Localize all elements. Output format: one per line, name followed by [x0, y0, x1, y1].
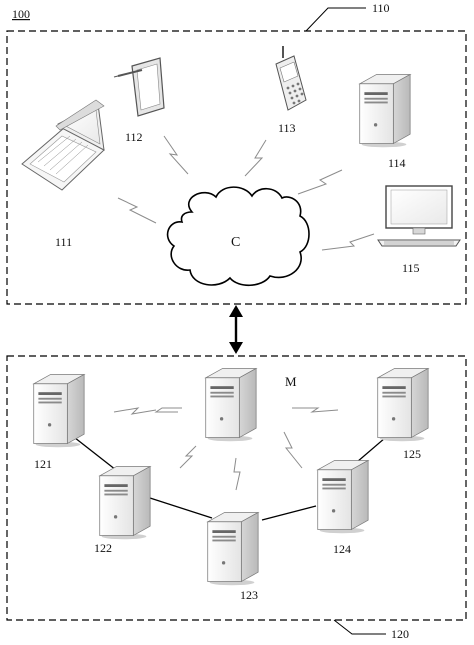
terminal-label-115: 115 — [402, 261, 420, 275]
cloud-network: C — [166, 186, 310, 287]
server-label-125: 125 — [403, 447, 421, 461]
wireless-link-icon — [233, 457, 241, 491]
callout-label-120: 120 — [391, 627, 409, 641]
wireless-link-icon — [321, 233, 375, 251]
server-icon-master — [205, 367, 257, 442]
server-icon-125 — [377, 367, 429, 442]
wireless-link-icon — [163, 135, 189, 175]
mobile-phone-icon — [275, 46, 307, 111]
wireless-link-icon — [292, 407, 339, 413]
wireless-link-icon — [297, 169, 343, 195]
server-cluster-group-box — [6, 355, 467, 621]
wireless-link-icon — [283, 431, 303, 469]
tablet-icon — [113, 57, 165, 117]
server-icon-124 — [317, 459, 369, 534]
laptop-icon — [21, 99, 105, 191]
bidirectional-link-arrow — [229, 305, 243, 354]
wireless-link-icon — [154, 407, 182, 413]
terminal-label-111: 111 — [55, 235, 72, 249]
server-label-123: 123 — [240, 588, 258, 602]
wireless-links-terminal — [117, 135, 375, 251]
server-icon-123 — [207, 511, 259, 586]
wireless-links-cluster — [113, 407, 339, 491]
wireless-link-icon — [117, 197, 157, 224]
callout-leader-110 — [305, 7, 366, 32]
terminal-label-113: 113 — [278, 121, 296, 135]
server-icon-121 — [33, 373, 85, 448]
server-label-122: 122 — [94, 541, 112, 555]
server-icon — [359, 73, 411, 148]
callout-leader-120 — [333, 619, 386, 635]
terminal-group-box — [6, 30, 467, 305]
server-label-121: 121 — [34, 457, 52, 471]
cloud-label: C — [231, 235, 240, 250]
callout-label-110: 110 — [372, 1, 390, 15]
server-icon-122 — [99, 465, 151, 540]
terminal-label-112: 112 — [125, 130, 143, 144]
terminal-label-114: 114 — [388, 156, 406, 170]
server-label-124: 124 — [333, 542, 351, 556]
desktop-computer-icon — [377, 185, 461, 247]
wireless-link-icon — [113, 407, 157, 415]
figure-label: 100 — [12, 7, 30, 21]
server-label-master: M — [285, 374, 297, 389]
wireless-link-icon — [244, 139, 267, 177]
wireless-link-icon — [179, 445, 197, 469]
